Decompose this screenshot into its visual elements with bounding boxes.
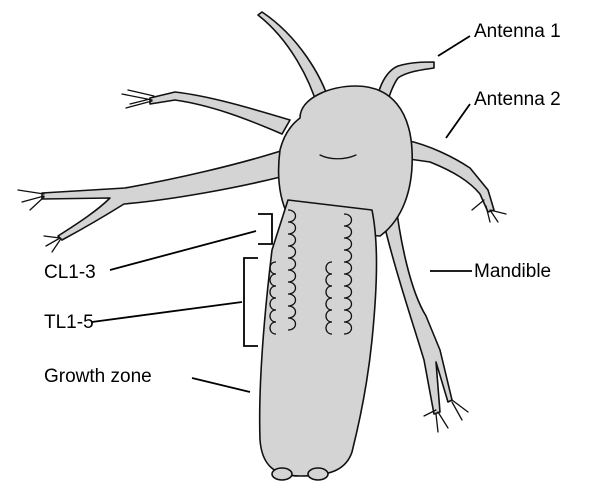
label-antenna1: Antenna 1 <box>474 22 561 41</box>
label-tl: TL1-5 <box>44 313 94 332</box>
leader-growth-zone <box>192 378 250 392</box>
left-antenna2-upper <box>122 90 290 134</box>
label-growth-zone: Growth zone <box>44 367 152 386</box>
label-cl: CL1-3 <box>44 263 96 282</box>
trunk <box>260 200 377 476</box>
bracket-tl <box>244 258 258 346</box>
leader-cl <box>110 231 256 270</box>
mandible <box>386 198 468 432</box>
label-antenna2: Antenna 2 <box>474 90 561 109</box>
label-mandible: Mandible <box>474 262 551 281</box>
leader-antenna1 <box>438 36 470 56</box>
bracket-cl <box>258 214 272 244</box>
left-antenna2-lower <box>18 146 300 252</box>
leader-tl <box>92 302 242 322</box>
leader-antenna2 <box>446 104 470 138</box>
antenna2-right <box>402 140 506 222</box>
